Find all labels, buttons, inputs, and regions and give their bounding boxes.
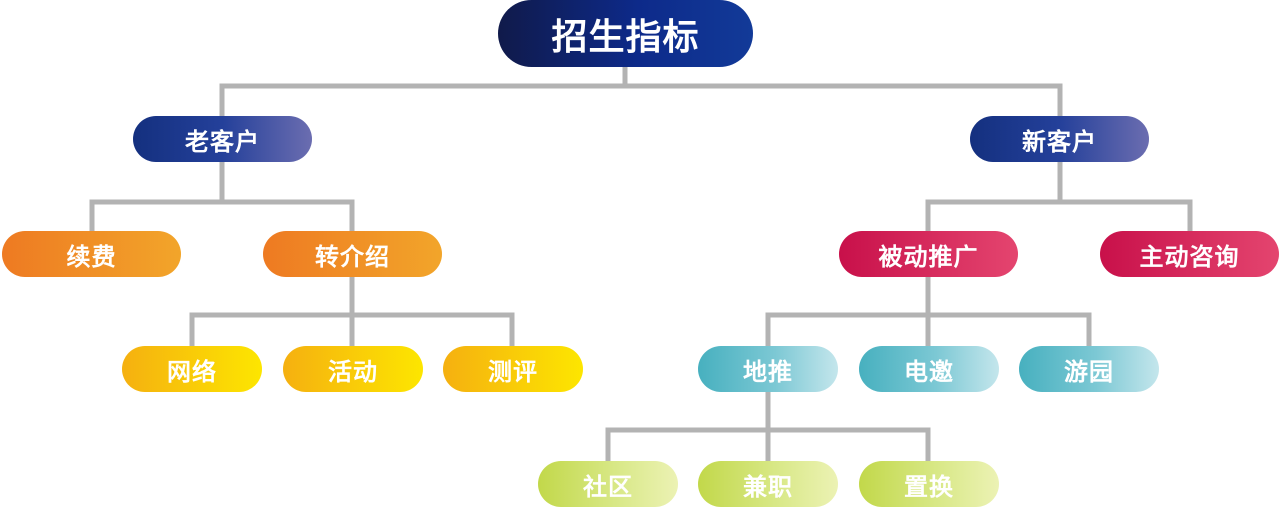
root-node: 招生指标 <box>498 0 753 67</box>
active-inquiry-node: 主动咨询 <box>1100 231 1279 277</box>
referral-child-node: 测评 <box>443 346 583 392</box>
referral-child-node: 活动 <box>283 346 423 392</box>
referral-node: 转介绍 <box>263 231 442 277</box>
ground-push-node: 地推 <box>698 346 838 392</box>
garden-tour-node: 游园 <box>1019 346 1159 392</box>
ground-push-child-node: 兼职 <box>698 461 838 507</box>
new-customers-node: 新客户 <box>970 116 1149 162</box>
phone-invite-node: 电邀 <box>859 346 999 392</box>
ground-push-child-node: 置换 <box>859 461 999 507</box>
old-customers-node: 老客户 <box>133 116 312 162</box>
ground-push-child-node: 社区 <box>538 461 678 507</box>
renewal-node: 续费 <box>2 231 181 277</box>
referral-child-node: 网络 <box>122 346 262 392</box>
passive-promotion-node: 被动推广 <box>839 231 1018 277</box>
